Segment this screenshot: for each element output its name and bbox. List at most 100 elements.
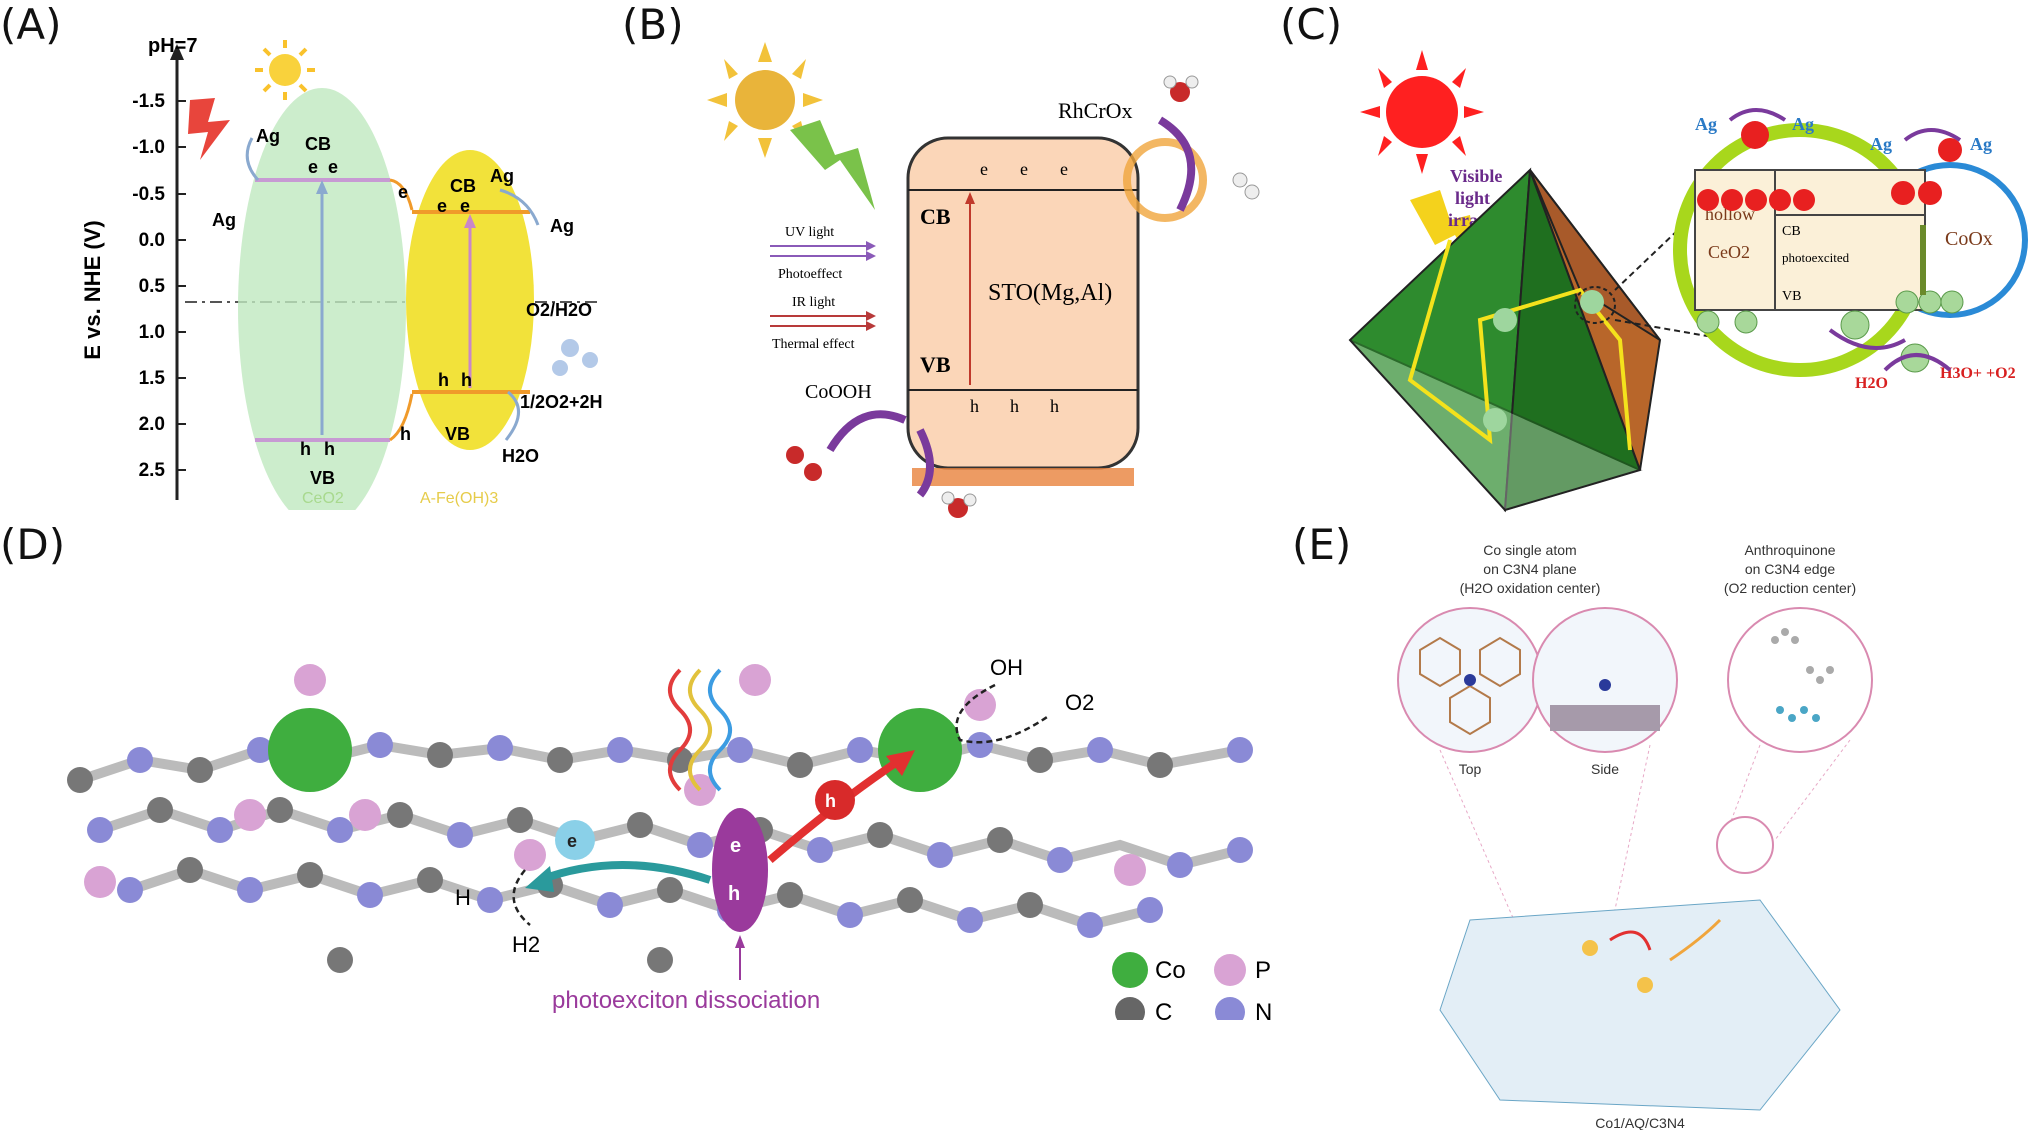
svg-text:e: e	[1060, 159, 1068, 179]
svg-text:CeO2: CeO2	[1708, 242, 1750, 262]
phosphorus-atoms	[84, 664, 1146, 898]
svg-text:h: h	[1050, 396, 1059, 416]
y-axis-label: E vs. NHE (V)	[80, 220, 105, 359]
svg-text:e: e	[980, 159, 988, 179]
panel-a-band-diagram: pH=7 -1.5 -1.0 -0.5 0.0 0.5 1.0 1.5 2.0 …	[80, 35, 603, 510]
svg-text:on C3N4 edge: on C3N4 edge	[1745, 561, 1836, 577]
svg-text:hollow: hollow	[1705, 204, 1755, 224]
afe-label: A-Fe(OH)3	[420, 490, 498, 507]
panel-b-sto-diagram: UV light Photoeffect IR light Thermal ef…	[707, 42, 1260, 518]
svg-text:1.0: 1.0	[139, 322, 165, 343]
svg-text:2.5: 2.5	[139, 460, 166, 481]
sun-icon	[1360, 50, 1484, 174]
panel-d-cn-sheet: e h h e photoexciton dissociation OH O2 …	[67, 655, 1272, 1020]
svg-text:-1.5: -1.5	[132, 91, 165, 112]
svg-text:1/2O2+2H: 1/2O2+2H	[520, 392, 603, 412]
hydrogen-molecule-icon	[1232, 172, 1260, 200]
light-wave-icon	[668, 668, 732, 792]
aq-view-circle	[1727, 607, 1873, 753]
svg-text:H2O: H2O	[502, 446, 539, 466]
svg-text:VB: VB	[310, 468, 335, 488]
svg-text:CB: CB	[920, 204, 951, 229]
svg-text:e: e	[328, 157, 338, 177]
svg-text:2.0: 2.0	[139, 414, 165, 435]
water-molecule-icon-bottom	[941, 491, 977, 518]
svg-text:e: e	[1020, 159, 1028, 179]
svg-text:h: h	[438, 370, 449, 390]
svg-text:0.0: 0.0	[139, 230, 165, 251]
photoexciton-label: photoexciton dissociation	[552, 987, 820, 1014]
svg-text:CB: CB	[450, 176, 476, 196]
lightning-icon	[188, 98, 230, 160]
svg-text:H2O: H2O	[1855, 375, 1888, 392]
svg-text:h: h	[1010, 396, 1019, 416]
panel-e-co1-aq: Co single atom on C3N4 plane (H2O oxidat…	[1397, 542, 1873, 1130]
svg-text:Ag: Ag	[256, 126, 280, 146]
svg-text:Ag: Ag	[550, 216, 574, 236]
svg-text:e: e	[730, 835, 741, 857]
lightning-icon	[1410, 190, 1480, 280]
nitrogen-atoms	[87, 732, 1253, 938]
svg-text:C: C	[1155, 999, 1172, 1020]
svg-text:Ag: Ag	[490, 166, 514, 186]
cooh-label: CoOOH	[805, 381, 872, 403]
svg-text:Photoeffect: Photoeffect	[778, 267, 842, 282]
svg-text:-0.5: -0.5	[132, 184, 165, 205]
sto-label: STO(Mg,Al)	[988, 280, 1112, 306]
svg-text:H2: H2	[512, 932, 540, 957]
svg-text:h: h	[970, 396, 979, 416]
svg-text:Thermal effect: Thermal effect	[772, 337, 855, 352]
sun-icon	[255, 40, 315, 100]
svg-text:P: P	[1255, 957, 1271, 984]
oxygen-molecule-icon	[786, 446, 822, 481]
cn-sheet	[1439, 816, 1841, 1111]
svg-text:light: light	[1455, 188, 1490, 208]
cobalt-atoms	[268, 708, 962, 792]
sun-icon	[707, 42, 823, 158]
svg-text:Ag: Ag	[212, 210, 236, 230]
svg-text:OH: OH	[990, 655, 1023, 680]
panel-label-e: (E)	[1292, 520, 1352, 569]
svg-text:CB: CB	[1782, 224, 1801, 239]
svg-text:e: e	[437, 196, 447, 216]
svg-text:N: N	[1255, 999, 1272, 1020]
e-caption: Co1/AQ/C3N4	[1595, 1115, 1685, 1130]
svg-text:h: h	[728, 883, 740, 905]
svg-text:Co single atom: Co single atom	[1483, 542, 1576, 558]
svg-text:(H2O oxidation center): (H2O oxidation center)	[1460, 580, 1601, 596]
panel-label-c: (C)	[1280, 0, 1343, 49]
svg-text:H: H	[455, 885, 471, 910]
svg-text:Ag: Ag	[1970, 134, 1992, 154]
svg-text:h: h	[400, 424, 411, 444]
svg-text:0.5: 0.5	[139, 276, 166, 297]
svg-text:Co: Co	[1155, 957, 1186, 984]
svg-text:e: e	[460, 196, 470, 216]
svg-text:O2/H2O: O2/H2O	[526, 300, 592, 320]
panel-label-d: (D)	[0, 520, 66, 569]
svg-text:Anthroquinone: Anthroquinone	[1744, 542, 1835, 558]
panel-label-a: (A)	[0, 0, 62, 49]
element-legend: Co P C N	[1112, 952, 1272, 1020]
octahedron	[1348, 167, 1662, 513]
svg-text:h: h	[324, 439, 335, 459]
svg-text:1.5: 1.5	[139, 368, 166, 389]
svg-text:h: h	[825, 791, 836, 811]
svg-text:UV light: UV light	[785, 225, 834, 240]
ceo2-label: CeO2	[302, 490, 344, 507]
svg-text:e: e	[308, 157, 318, 177]
svg-text:Side: Side	[1591, 761, 1619, 777]
svg-text:IR light: IR light	[792, 295, 835, 310]
svg-text:photoexcited: photoexcited	[1782, 250, 1850, 265]
carbon-atoms	[67, 742, 1173, 973]
svg-text:O2: O2	[1065, 690, 1094, 715]
svg-text:Ag: Ag	[1792, 114, 1814, 134]
svg-text:Top: Top	[1459, 761, 1482, 777]
svg-text:e: e	[398, 182, 408, 202]
lightning-icon	[790, 120, 875, 210]
panel-c-ceo2-diagram: Visible light irradiation hollow CeO2 CB…	[1348, 50, 2028, 513]
rhcrox-label: RhCrOx	[1058, 98, 1133, 123]
svg-text:Ag: Ag	[1870, 134, 1892, 154]
svg-text:-1.0: -1.0	[132, 137, 165, 158]
svg-text:h: h	[300, 439, 311, 459]
svg-text:Ag: Ag	[1695, 114, 1717, 134]
